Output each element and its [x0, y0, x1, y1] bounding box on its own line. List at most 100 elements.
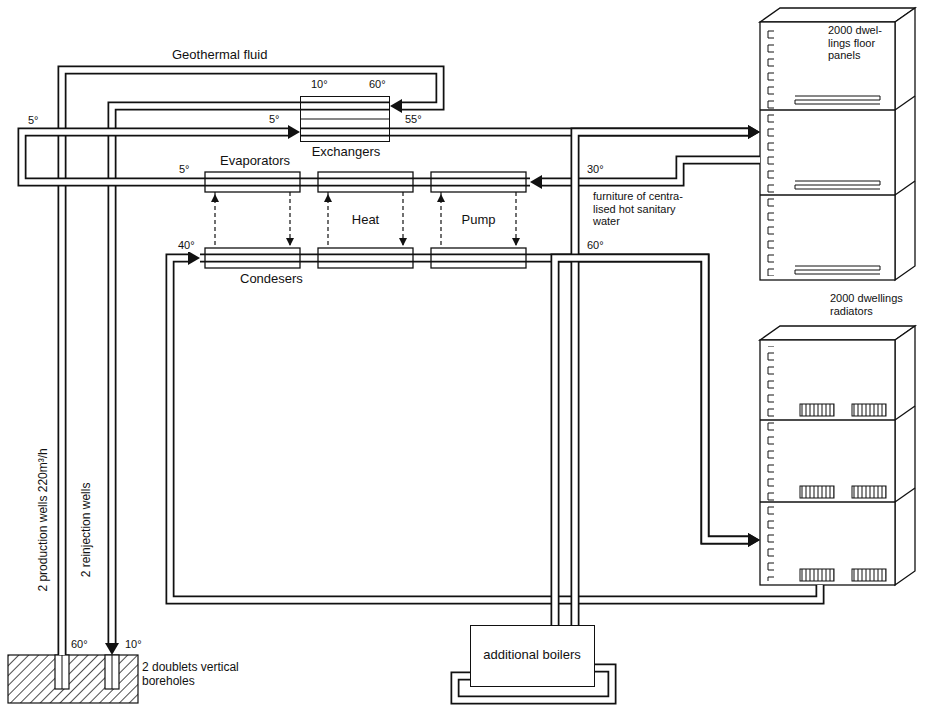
borehole-ground	[112, 655, 113, 689]
node-text: Exchangers	[286, 145, 406, 160]
node-text: Heat	[318, 213, 413, 228]
node-text: 2 doublets vertical boreholes	[142, 661, 258, 689]
building-radiators	[800, 404, 834, 416]
building-radiators	[852, 404, 886, 416]
condenser-units	[200, 255, 530, 261]
building-radiators	[895, 488, 915, 502]
pipe	[170, 251, 820, 600]
pipe-bore	[530, 258, 750, 540]
boiler-box: additional boilers	[470, 625, 595, 687]
condenser-units	[431, 248, 526, 268]
building-radiators	[760, 326, 915, 340]
text-slot: Exchangers	[286, 145, 406, 160]
text-slot: additional boilers	[482, 648, 582, 663]
evaporator-units	[431, 172, 526, 192]
temperature: 40°	[177, 239, 196, 252]
text-slot: Evaporators	[220, 154, 330, 169]
circuit-arrow	[324, 194, 332, 202]
text-slot: 10°	[310, 78, 329, 91]
circuit-arrow	[437, 194, 445, 202]
temperature: 55°	[404, 113, 423, 126]
building-radiators	[760, 501, 895, 502]
text-slot: 5°	[27, 114, 40, 127]
temperature: 60°	[70, 638, 89, 651]
note: furniture of centra- lised hot sanitary …	[592, 190, 702, 228]
text-slot: 2 reinjection wells	[80, 482, 94, 579]
building-radiators	[764, 346, 778, 581]
pipe-label: Geothermal fluid	[170, 48, 269, 63]
text-slot: 10°	[124, 638, 143, 651]
pipe-wall	[530, 258, 750, 540]
pipe	[62, 70, 440, 655]
exchanger-tubes	[300, 106, 390, 132]
pipe-wall	[555, 258, 750, 625]
borehole-ground	[62, 655, 63, 689]
pipe	[530, 258, 760, 547]
node-text: 2000 dwel- lings floor panels	[828, 24, 888, 62]
text-slot: Geothermal fluid	[170, 48, 269, 63]
text-slot: 60°	[70, 638, 89, 651]
building: 2000 dwellings radiators	[760, 290, 915, 585]
pipe-bore	[62, 70, 440, 655]
building-floor-panels	[760, 109, 895, 110]
building-floor-panels	[895, 181, 915, 195]
exchanger-tubes	[300, 118, 390, 119]
text-slot: 5°	[178, 163, 191, 176]
flow-arrow	[748, 125, 760, 139]
text-slot: 30°	[586, 163, 605, 176]
temperature: 60°	[368, 78, 387, 91]
pipe-bore	[555, 258, 750, 625]
temperature: 30°	[586, 163, 605, 176]
building-floor-panels	[760, 194, 895, 195]
text-slot: Pump	[431, 213, 526, 228]
pipe	[555, 258, 760, 625]
borehole-ground	[55, 655, 69, 689]
condenser-units	[200, 254, 530, 263]
heat-pump: Heat Pump	[200, 196, 530, 246]
text-slot: Heat	[318, 213, 413, 228]
pipe-bore	[170, 258, 820, 600]
flow-arrow	[530, 175, 542, 189]
circuit-arrow	[399, 238, 407, 246]
text-slot: 2 doublets vertical boreholes	[142, 661, 258, 689]
pipe	[530, 160, 760, 189]
temperature: 10°	[310, 78, 329, 91]
flow-arrow	[288, 125, 300, 139]
evaporator-units	[318, 172, 413, 192]
exchanger-tubes	[300, 106, 390, 132]
text-slot: 55°	[404, 113, 423, 126]
text-slot: furniture of centra- lised hot sanitary …	[592, 190, 702, 228]
building-radiators	[852, 486, 886, 498]
condenser-row: Condesers	[200, 248, 530, 292]
text-slot: Condesers	[240, 272, 350, 287]
text-slot: 2 production wells 220m³/h	[37, 447, 51, 592]
text-slot: 60°	[368, 78, 387, 91]
evaporator-units	[200, 172, 530, 192]
building-radiators	[800, 569, 834, 581]
building-radiators	[760, 326, 915, 585]
flow-arrow	[748, 533, 760, 547]
borehole-block: 2 doublets vertical boreholes	[8, 655, 260, 705]
building-radiators	[760, 419, 895, 420]
pipe-wall	[112, 106, 300, 645]
node-text: Evaporators	[220, 154, 330, 169]
well-label: 2 production wells 220m³/h	[37, 447, 51, 592]
pipe-bore	[112, 106, 300, 645]
pipe-wall	[170, 258, 820, 600]
text-slot: 2000 dwellings radiators	[830, 292, 914, 317]
borehole-ground	[8, 655, 138, 703]
building-radiators	[895, 326, 915, 585]
pipe	[575, 125, 760, 625]
pipe-wall	[62, 70, 440, 655]
exchanger-tubes	[300, 106, 390, 132]
text-slot: 60°	[586, 239, 605, 252]
text-slot: 5°	[268, 113, 281, 126]
temperature: 5°	[178, 163, 191, 176]
temperature: 60°	[586, 239, 605, 252]
flow-arrow	[748, 533, 760, 547]
condenser-units	[205, 248, 300, 268]
borehole-ground	[8, 655, 138, 703]
condenser-units	[200, 248, 530, 268]
